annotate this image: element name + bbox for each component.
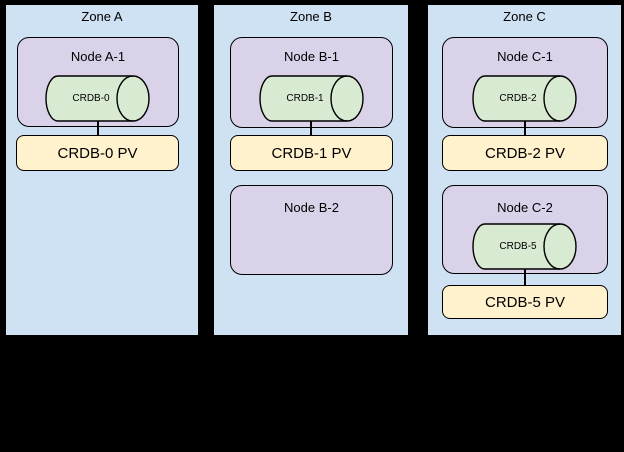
database-cylinder-icon xyxy=(259,75,364,122)
crdb-5-cylinder-label: CRDB-5 xyxy=(499,241,537,252)
crdb-0-pv: CRDB-0 PV xyxy=(16,135,179,171)
zone-a-label: Zone A xyxy=(81,9,123,24)
crdb-1-pv: CRDB-1 PV xyxy=(230,135,393,171)
database-cylinder-icon xyxy=(45,75,150,122)
crdb-0-pv-label: CRDB-0 PV xyxy=(57,144,138,162)
crdb-2-pv-label: CRDB-2 PV xyxy=(484,144,566,162)
node-c-2-pv-connector xyxy=(524,269,526,286)
zone-c-label: Zone C xyxy=(503,9,546,24)
crdb-1-pv-label: CRDB-1 PV xyxy=(271,144,352,162)
node-b-2-label: Node B-2 xyxy=(284,200,339,215)
crdb-5-pv: CRDB-5 PV xyxy=(442,285,608,319)
node-c-1-pv-connector xyxy=(524,121,526,136)
crdb-5-cylinder: CRDB-5 xyxy=(472,223,577,270)
crdb-0-cylinder-label: CRDB-0 xyxy=(72,93,110,104)
crdb-0-cylinder: CRDB-0 xyxy=(45,75,150,122)
crdb-2-cylinder: CRDB-2 xyxy=(472,75,577,122)
database-cylinder-icon xyxy=(472,75,577,122)
node-c-2-label: Node C-2 xyxy=(497,200,553,215)
crdb-5-pv-label: CRDB-5 PV xyxy=(484,293,566,311)
node-c-1-label: Node C-1 xyxy=(497,49,553,64)
node-b-2 xyxy=(230,185,393,275)
crdb-2-cylinder-label: CRDB-2 xyxy=(499,93,537,104)
node-b-1-pv-connector xyxy=(310,121,312,136)
node-a-1-pv-connector xyxy=(97,121,99,136)
zone-b-label: Zone B xyxy=(290,9,332,24)
node-b-1-label: Node B-1 xyxy=(284,49,339,64)
node-a-1-label: Node A-1 xyxy=(70,49,126,64)
database-cylinder-icon xyxy=(472,223,577,270)
crdb-1-cylinder: CRDB-1 xyxy=(259,75,364,122)
crdb-1-cylinder-label: CRDB-1 xyxy=(286,93,324,104)
crdb-2-pv: CRDB-2 PV xyxy=(442,135,608,171)
